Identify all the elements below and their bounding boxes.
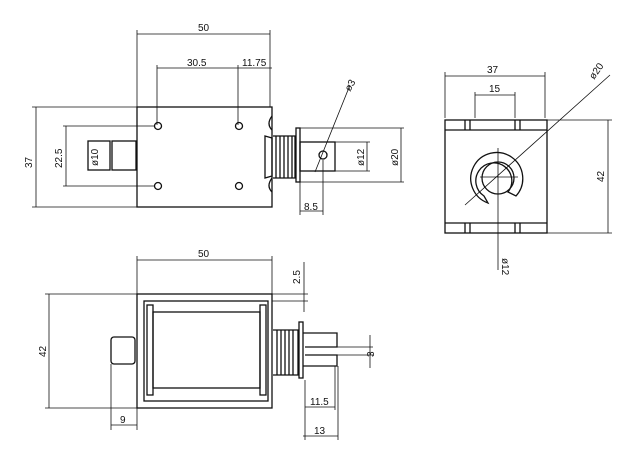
top-view: 50 30.5 11.75 37 22.5 ø10 ø12 ø20 ø3 8.5 [24,23,404,215]
dim-slot-spacing: 15 [489,84,501,95]
dim-pin-offset: 8.5 [304,202,318,213]
dim-plunger-diameter: ø12 [356,148,367,166]
dim-hole-offset: 11.75 [242,58,267,69]
plunger [299,141,336,172]
dim-cap-length: 9 [120,415,126,426]
side-view: 50 2.5 42 9 3 11.5 13 [38,249,377,440]
dim-height: 42 [38,345,49,357]
dim-width: 50 [198,23,210,34]
spring [273,135,296,179]
dim-plunger-length: 13 [314,426,326,437]
dim-slot-width: 3 [366,351,377,357]
dim-washer-diameter: ø20 [390,148,401,166]
dim-pin-hole: ø3 [343,78,359,94]
dim-frame-thickness: 2.5 [292,270,303,284]
dim-width: 50 [198,249,210,260]
dim-slot-depth: 11.5 [310,397,329,408]
plunger-end [470,151,524,205]
dim-cap-diameter: ø10 [90,148,101,166]
dim-hole-pitch: 30.5 [187,58,207,69]
spring [273,329,299,376]
dim-inner-diameter: ø12 [499,258,510,276]
mounting-holes [153,121,244,191]
dim-width: 37 [487,65,499,76]
end-view: 37 15 42 ø20 ø12 [444,61,612,276]
dim-height: 42 [596,170,607,182]
dim-hole-spacing: 22.5 [54,148,65,168]
dim-height: 37 [24,156,35,168]
dim-outer-diameter: ø20 [587,61,606,82]
